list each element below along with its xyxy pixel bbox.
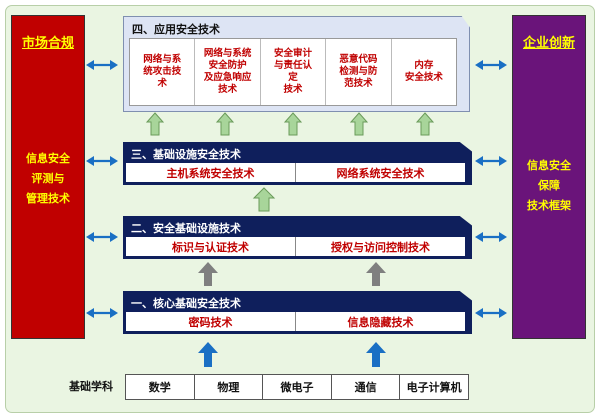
layer-title: 三、基础设施安全技术	[131, 148, 241, 161]
bidirectional-arrow-icon	[86, 156, 118, 166]
subject-mathematics: 数学	[126, 375, 195, 399]
up-arrow-icon	[415, 112, 435, 136]
bidirectional-arrow-icon	[475, 308, 507, 318]
layer-application-security: 四、应用安全技术 网络与系 统攻击技 术 网络与系统 安全防护 及应急响应 技术…	[123, 16, 470, 112]
cell-security-audit: 安全审计 与责任认 定 技术	[261, 39, 327, 105]
left-panel-market-compliance: 市场合规 信息安全 评测与 管理技术	[11, 15, 85, 339]
right-panel-line: 信息安全	[527, 159, 571, 172]
bidirectional-arrow-icon	[86, 60, 118, 70]
cell-line: 技术	[218, 84, 238, 95]
cell-identification-authentication: 标识与认证技术	[126, 237, 296, 256]
up-arrow-icon	[366, 342, 386, 367]
layer-title: 一、核心基础安全技术	[131, 297, 241, 310]
right-panel-line: 技术框架	[527, 199, 571, 212]
basic-disciplines-label: 基础学科	[69, 380, 113, 393]
layer-security-infrastructure: 二、安全基础设施技术 标识与认证技术 授权与访问控制技术	[123, 216, 472, 259]
cell-line: 恶意代码	[339, 54, 378, 65]
right-panel-line: 保障	[538, 179, 560, 192]
up-arrow-icon	[283, 112, 303, 136]
subject-physics: 物理	[195, 375, 264, 399]
cell-line: 网络与系	[143, 54, 182, 65]
basic-disciplines-row: 数学 物理 微电子 通信 电子计算机	[125, 374, 469, 400]
bidirectional-arrow-icon	[475, 156, 507, 166]
layer-core-basic-security: 一、核心基础安全技术 密码技术 信息隐藏技术	[123, 291, 472, 334]
bidirectional-arrow-icon	[475, 60, 507, 70]
layer-cells: 密码技术 信息隐藏技术	[126, 312, 465, 331]
cell-host-system-security: 主机系统安全技术	[126, 163, 296, 182]
left-panel-line: 信息安全	[26, 152, 70, 165]
cell-line: 安全技术	[404, 72, 443, 83]
layer-title: 二、安全基础设施技术	[131, 222, 241, 235]
cell-cryptography: 密码技术	[126, 312, 296, 331]
cell-line: 统攻击技	[143, 66, 182, 77]
bidirectional-arrow-icon	[86, 232, 118, 242]
layer-cells: 标识与认证技术 授权与访问控制技术	[126, 237, 465, 256]
up-arrow-icon	[198, 262, 218, 286]
cell-memory-security: 内存 安全技术	[392, 39, 456, 105]
cell-malware-detection: 恶意代码 检测与防 范技术	[326, 39, 392, 105]
cell-line: 定	[288, 72, 298, 83]
bidirectional-arrow-icon	[475, 232, 507, 242]
cell-line: 内存	[414, 60, 434, 71]
left-panel-body: 信息安全 评测与 管理技术	[12, 149, 84, 209]
cell-network-attack: 网络与系 统攻击技 术	[130, 39, 196, 105]
cell-line: 及应急响应	[203, 72, 252, 83]
up-arrow-icon	[366, 262, 386, 286]
cell-line: 术	[157, 78, 167, 89]
up-arrow-icon	[215, 112, 235, 136]
cell-line: 安全审计	[274, 48, 313, 59]
subject-communication: 通信	[332, 375, 401, 399]
right-panel-title: 企业创新	[522, 36, 575, 51]
cell-authorization-access-control: 授权与访问控制技术	[331, 240, 430, 254]
subject-microelectronics: 微电子	[263, 375, 332, 399]
right-panel-body: 信息安全 保障 技术框架	[513, 156, 585, 216]
subject-computer: 电子计算机	[406, 381, 462, 394]
cell-line: 安全防护	[208, 60, 247, 71]
cell-line: 网络与系统	[203, 48, 252, 59]
cell-line: 技术	[283, 84, 303, 95]
layer-cells: 主机系统安全技术 网络系统安全技术	[126, 163, 465, 182]
cell-line: 与责任认	[274, 60, 313, 71]
left-panel-line: 评测与	[31, 172, 65, 185]
bidirectional-arrow-icon	[86, 308, 118, 318]
layer-infrastructure-security: 三、基础设施安全技术 主机系统安全技术 网络系统安全技术	[123, 142, 472, 185]
right-panel-enterprise-innovation: 企业创新 信息安全 保障 技术框架	[512, 15, 586, 339]
cell-line: 范技术	[344, 78, 373, 89]
cell-network-system-security: 网络系统安全技术	[336, 166, 425, 180]
left-panel-line: 管理技术	[26, 192, 70, 205]
up-arrow-icon	[252, 187, 276, 212]
application-security-cells: 网络与系 统攻击技 术 网络与系统 安全防护 及应急响应 技术 安全审计 与责任…	[129, 38, 457, 106]
up-arrow-icon	[349, 112, 369, 136]
layer-title: 四、应用安全技术	[132, 23, 220, 36]
up-arrow-icon	[145, 112, 165, 136]
cell-line: 检测与防	[339, 66, 378, 77]
up-arrow-icon	[198, 342, 218, 367]
cell-information-hiding: 信息隐藏技术	[347, 315, 414, 329]
left-panel-title: 市场合规	[21, 36, 74, 51]
cell-network-defense: 网络与系统 安全防护 及应急响应 技术	[195, 39, 261, 105]
